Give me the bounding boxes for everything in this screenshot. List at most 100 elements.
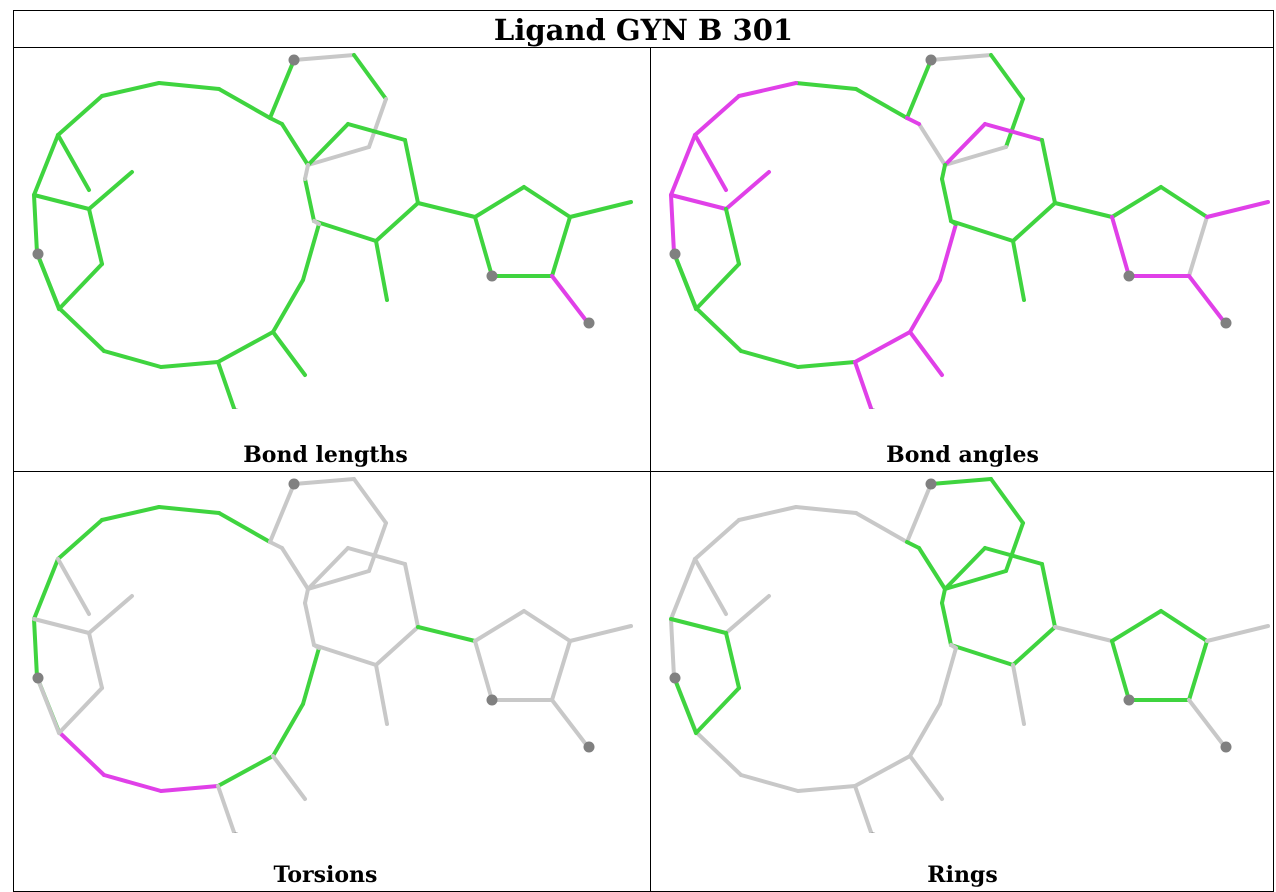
bond <box>56 557 91 616</box>
bond <box>473 639 494 702</box>
bond <box>908 754 944 801</box>
atom-marker <box>925 478 937 490</box>
bond <box>1004 97 1025 149</box>
bond <box>216 754 275 788</box>
bond <box>102 773 163 793</box>
panel-bond-angles <box>651 49 1274 409</box>
bond <box>352 53 388 101</box>
bond <box>416 625 477 643</box>
atom-marker <box>233 408 239 409</box>
bond <box>271 754 307 801</box>
atom-marker <box>32 248 44 260</box>
bond <box>57 306 106 353</box>
atom-marker <box>1123 270 1135 282</box>
caption-bond-lengths: Bond lengths <box>243 442 408 468</box>
bond <box>57 730 106 777</box>
bond <box>32 133 60 197</box>
bond <box>32 193 91 211</box>
bond <box>292 477 356 486</box>
bond <box>216 784 237 833</box>
caption-bond-angles: Bond angles <box>886 442 1039 468</box>
bond <box>724 207 741 266</box>
bond <box>854 511 909 544</box>
bond <box>312 219 378 243</box>
atom-marker <box>669 248 681 260</box>
bond <box>268 58 296 120</box>
bond <box>56 94 104 137</box>
bond <box>693 133 728 192</box>
bond <box>669 133 697 197</box>
bond <box>87 207 104 266</box>
caption-torsions: Torsions <box>273 862 378 888</box>
bond <box>374 239 389 302</box>
row-divider <box>13 471 1274 472</box>
caption-rings: Rings <box>927 862 998 888</box>
molecule-drawing <box>669 53 1270 409</box>
bond <box>853 754 912 788</box>
bond <box>794 81 858 91</box>
bond <box>669 193 676 255</box>
atom-marker <box>486 694 498 706</box>
molecule-drawing <box>32 477 633 833</box>
bond <box>693 518 741 561</box>
bond <box>473 185 526 219</box>
bond <box>56 133 91 192</box>
bond <box>159 784 220 793</box>
atom-marker <box>486 270 498 282</box>
bond <box>268 540 284 550</box>
bond <box>694 262 741 311</box>
bond <box>940 587 947 605</box>
atom-marker <box>1220 741 1232 753</box>
bond <box>280 122 310 167</box>
bond <box>1187 698 1227 749</box>
bond <box>1205 200 1270 219</box>
title-divider <box>13 47 1274 48</box>
bond <box>672 251 698 311</box>
atom-marker <box>288 478 300 490</box>
bond <box>217 511 272 544</box>
bond <box>56 518 104 561</box>
atom-marker <box>925 54 937 66</box>
bond <box>568 624 633 643</box>
bond <box>693 94 741 137</box>
bond <box>100 505 161 522</box>
bond <box>796 784 857 793</box>
bond <box>352 477 388 525</box>
bond <box>983 122 1044 142</box>
bond <box>853 784 874 833</box>
bond <box>374 625 420 667</box>
bond <box>724 631 741 690</box>
bond <box>268 482 296 544</box>
bond <box>943 145 1008 167</box>
bond <box>303 177 316 223</box>
atom-marker <box>870 832 876 833</box>
figure-title: Ligand GYN B 301 <box>493 13 794 47</box>
bond <box>1187 639 1209 702</box>
bond <box>1040 138 1057 205</box>
bond <box>929 53 993 62</box>
bond <box>473 609 526 643</box>
bond <box>217 87 272 120</box>
bond <box>102 349 163 369</box>
bond <box>271 702 305 758</box>
bond <box>87 631 104 690</box>
bond <box>301 222 321 282</box>
bond <box>693 557 728 616</box>
bond <box>303 163 310 181</box>
bond <box>983 546 1044 566</box>
bond <box>943 569 1008 591</box>
bond <box>367 97 388 149</box>
bond <box>1159 609 1209 643</box>
bond <box>35 251 61 311</box>
bond <box>1011 625 1057 667</box>
atom-marker <box>583 317 595 329</box>
bond <box>32 193 39 255</box>
bond <box>157 81 221 91</box>
bond <box>306 569 371 591</box>
bond <box>949 643 1015 667</box>
bond <box>550 274 590 325</box>
bond <box>737 505 798 522</box>
atom-marker <box>233 832 239 833</box>
bond <box>669 617 728 635</box>
panel-bond-lengths <box>14 49 637 409</box>
